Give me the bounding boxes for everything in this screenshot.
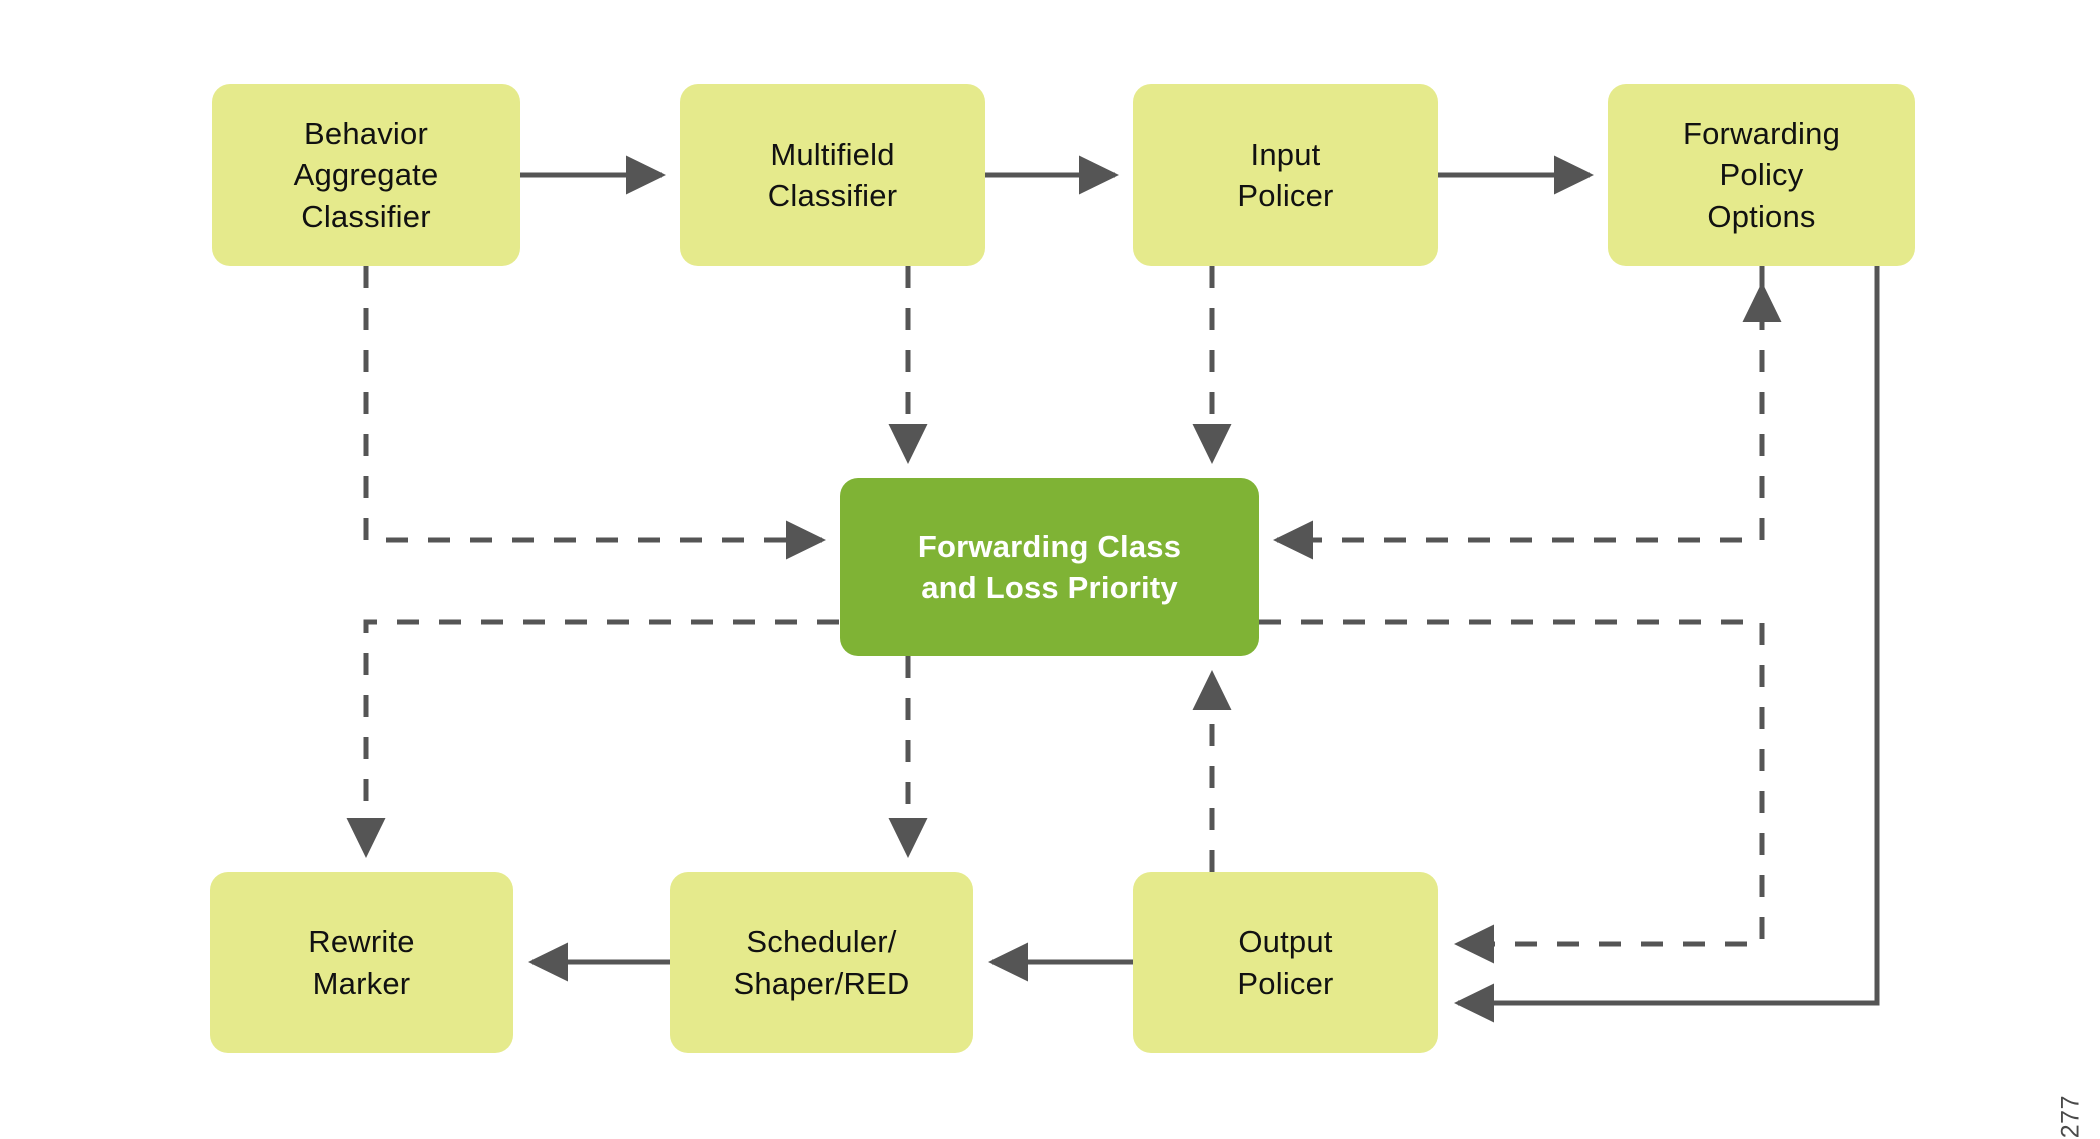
node-label: Input Policer — [1237, 136, 1334, 213]
node-rewrite-marker[interactable]: Rewrite Marker — [210, 872, 513, 1053]
edge-fcl-to-rwm-dashed — [346, 619, 1259, 859]
edge-fpo-to-fcl-dashed — [1272, 266, 1765, 560]
node-label: Forwarding Policy Options — [1682, 116, 1841, 234]
node-label: Forwarding Class and Loss Priority — [917, 528, 1182, 605]
edge-bac-to-fcl-dashed — [363, 266, 827, 560]
figure-id-watermark: jn-001277 — [2057, 1095, 2086, 1139]
node-label: Rewrite Marker — [308, 924, 415, 1001]
node-label: Scheduler/ Shaper/RED — [733, 924, 910, 1001]
edge-fpo-to-out-solid — [1453, 266, 1880, 1023]
node-label: Output Policer — [1237, 924, 1334, 1001]
node-scheduler-shaper-red[interactable]: Scheduler/ Shaper/RED — [670, 872, 973, 1053]
node-input-policer[interactable]: Input Policer — [1133, 84, 1438, 266]
node-label: Behavior Aggregate Classifier — [293, 116, 439, 234]
edge-fcl-right-to-out-dashed — [1259, 619, 1765, 964]
node-behavior-aggregate-classifier[interactable]: Behavior Aggregate Classifier — [212, 84, 520, 266]
node-multifield-classifier[interactable]: Multifield Classifier — [680, 84, 985, 266]
node-label: Multifield Classifier — [767, 136, 898, 213]
node-forwarding-class-and-loss-priority[interactable]: Forwarding Class and Loss Priority — [840, 478, 1259, 656]
node-output-policer[interactable]: Output Policer — [1133, 872, 1438, 1053]
node-forwarding-policy-options[interactable]: Forwarding Policy Options — [1608, 84, 1915, 266]
